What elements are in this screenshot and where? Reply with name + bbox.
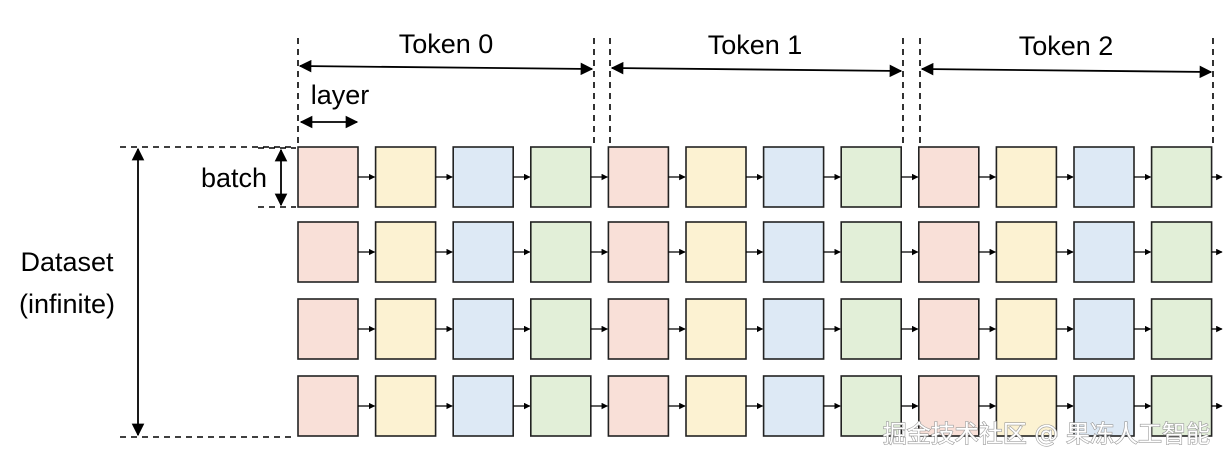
layer-block	[374, 221, 437, 283]
token-1-label: Token 1	[708, 30, 803, 60]
watermark-text: 掘金技术社区 @ 果冻人工智能	[883, 420, 1210, 448]
layer-block	[452, 375, 515, 437]
layer-block	[840, 146, 903, 208]
layer-block	[607, 146, 670, 208]
layer-block	[840, 221, 903, 283]
layer-block	[917, 146, 980, 208]
layer-block	[917, 375, 980, 437]
layer-block	[685, 221, 747, 283]
layer-block	[1150, 221, 1213, 283]
layer-block	[529, 221, 592, 283]
layer-block	[529, 375, 592, 437]
layer-block	[607, 221, 670, 283]
layer-block	[607, 375, 670, 437]
layer-block	[297, 375, 359, 437]
layer-block	[762, 375, 825, 437]
layer-block	[762, 146, 825, 208]
dataset-label: Dataset	[20, 247, 114, 277]
layer-block	[685, 146, 747, 208]
layer-block	[452, 146, 515, 208]
layer-block	[840, 298, 903, 360]
layer-block	[840, 375, 903, 437]
layer-block	[995, 375, 1058, 437]
layer-block	[1150, 298, 1213, 360]
layer-block	[762, 221, 825, 283]
layer-block	[995, 298, 1058, 360]
token-2-label: Token 2	[1019, 31, 1114, 61]
layer-block	[917, 298, 980, 360]
layer-block	[995, 146, 1058, 208]
token-0-label: Token 0	[399, 29, 494, 59]
layer-block	[374, 298, 437, 360]
layer-block	[374, 375, 437, 437]
token-0-span-arrow	[298, 59, 594, 76]
layer-block	[685, 375, 747, 437]
layer-block	[917, 221, 980, 283]
layer-block	[374, 146, 437, 208]
layer-block	[297, 146, 359, 208]
batch-label: batch	[201, 163, 267, 193]
token-1-span-arrow	[610, 61, 903, 78]
layer-block	[297, 221, 359, 283]
layer-block	[1150, 375, 1213, 437]
token-boundaries	[297, 38, 1214, 148]
layer-block	[297, 298, 359, 360]
layer-block	[529, 298, 592, 360]
layer-block	[529, 146, 592, 208]
dataset-subtitle-label: (infinite)	[19, 289, 115, 319]
layer-block	[1150, 146, 1213, 208]
layer-block	[1073, 221, 1135, 283]
layer-block	[607, 298, 670, 360]
layer-block	[452, 298, 515, 360]
layer-label: layer	[311, 80, 370, 110]
layer-block	[452, 221, 515, 283]
block-grid	[297, 146, 1223, 437]
layer-block	[1073, 146, 1135, 208]
layer-block	[762, 298, 825, 360]
layer-block	[995, 221, 1058, 283]
layer-block	[1073, 298, 1135, 360]
layer-block	[685, 298, 747, 360]
token-2-span-arrow	[920, 62, 1213, 79]
layer-block	[1073, 375, 1135, 437]
